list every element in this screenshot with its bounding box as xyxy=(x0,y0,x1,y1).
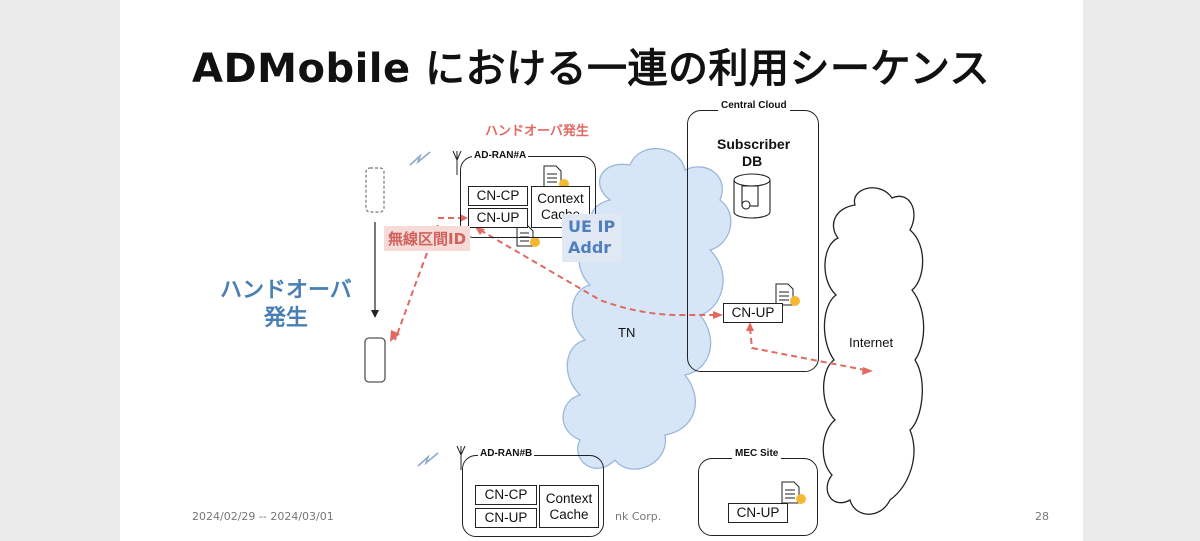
ad-ran-b-context-line1: Context xyxy=(545,490,593,506)
footer-date: 2024/02/29 -- 2024/03/01 xyxy=(192,510,334,523)
radio-section-id-tag: 無線区間ID xyxy=(384,226,471,251)
handover-side-label-line1: ハンドオーバ xyxy=(220,277,352,302)
ad-ran-a-cn-cp: CN-CP xyxy=(468,186,528,206)
ad-ran-b-label: AD-RAN#B xyxy=(478,448,535,459)
handover-event-label: ハンドオーバ発生 xyxy=(485,123,589,138)
tn-label: TN xyxy=(618,325,636,340)
subscriber-db-label-line1: Subscriber xyxy=(717,136,791,152)
ue-ip-addr-tag: UE IP Addr xyxy=(562,214,622,262)
ad-ran-a-label: AD-RAN#A xyxy=(472,150,529,161)
database-icon xyxy=(733,173,771,219)
document-icon-cloud xyxy=(775,283,800,306)
footer-company: nk Corp. xyxy=(615,510,662,523)
ad-ran-b-context-line2: Cache xyxy=(549,506,589,522)
internet-cloud xyxy=(822,187,925,515)
document-icon-mec xyxy=(781,481,806,504)
internet-label: Internet xyxy=(849,335,894,350)
ad-ran-b-cn-up: CN-UP xyxy=(475,508,537,528)
diagram-graphics xyxy=(364,148,925,515)
mec-site-label: MEC Site xyxy=(732,448,782,459)
central-cloud-label: Central Cloud xyxy=(718,100,790,111)
handover-side-label: ハンドオーバ 発生 xyxy=(220,276,352,331)
cloud-to-internet-arrow xyxy=(749,327,866,371)
ue-ip-tag-line1: UE IP xyxy=(568,217,616,236)
wireless-signal-icon-b xyxy=(417,452,439,467)
ad-ran-b-context-cache: Context Cache xyxy=(539,485,599,528)
slide: ADMobile における一連の利用シーケンス xyxy=(120,0,1083,541)
phone-before-handover-icon xyxy=(365,167,385,213)
handover-side-label-line2: 発生 xyxy=(263,304,308,330)
antenna-icon-b xyxy=(456,445,466,470)
phone-after-handover-icon xyxy=(364,337,386,383)
ue-ip-tag-line2: Addr xyxy=(568,237,612,257)
wireless-signal-icon-a xyxy=(409,151,431,166)
mec-site-cn-up: CN-UP xyxy=(728,503,788,523)
antenna-icon-a xyxy=(452,150,462,175)
mec-site-box xyxy=(698,458,818,536)
central-cloud-cn-up: CN-UP xyxy=(723,303,783,323)
ad-ran-a-cn-up: CN-UP xyxy=(468,208,528,228)
subscriber-db-label-line2: DB xyxy=(742,153,763,169)
page-title: ADMobile における一連の利用シーケンス xyxy=(192,46,991,92)
page-number: 28 xyxy=(1035,510,1049,523)
ad-ran-b-cn-cp: CN-CP xyxy=(475,485,537,505)
ran-to-cloud-arrow xyxy=(479,229,715,316)
